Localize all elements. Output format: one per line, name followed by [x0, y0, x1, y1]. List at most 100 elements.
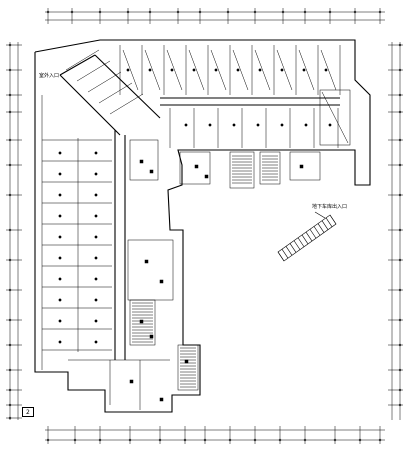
axis-node-right [398, 138, 402, 142]
light-fixture [94, 319, 98, 323]
garage-ramp [277, 211, 337, 262]
axis-node-left [8, 288, 12, 292]
axis-node-left [8, 416, 12, 420]
axis-node-right [398, 68, 402, 72]
light-fixture [94, 340, 98, 344]
door-swing-top [254, 49, 271, 91]
light-fixture [94, 256, 98, 260]
ramp-hatch [305, 231, 313, 242]
axis-node-bottom [183, 438, 187, 442]
light-fixture [328, 123, 332, 127]
core-room [289, 151, 321, 181]
axis-node-left [8, 163, 12, 167]
ramp-outline [277, 214, 337, 262]
ramp-hatch [289, 243, 297, 253]
light-fixture [94, 235, 98, 239]
panel-box [184, 359, 189, 364]
light-fixture [94, 298, 98, 302]
light-fixture [304, 123, 308, 127]
axis-node-left [8, 368, 12, 372]
door-swing-top [122, 49, 139, 91]
axis-node-top [353, 10, 357, 14]
ramp-hatch [293, 240, 301, 250]
core-room [179, 151, 211, 185]
stair-entry-label: 室外入口 [39, 73, 60, 79]
axis-node-left [8, 403, 12, 407]
stair-room-lower [129, 299, 156, 346]
door-swing-top [298, 49, 315, 91]
axis-node-left [8, 138, 12, 142]
light-fixture [58, 298, 62, 302]
door-swing-top [144, 49, 161, 91]
axis-node-left [8, 258, 12, 262]
axis-node-left [8, 388, 12, 392]
room-partition-diagonal [109, 93, 144, 115]
axis-node-left [8, 93, 12, 97]
light-fixture [126, 68, 130, 72]
axis-node-bottom [73, 438, 77, 442]
corner-room-diagonal [321, 91, 349, 144]
axis-node-bottom [228, 438, 232, 442]
axis-node-bottom [278, 438, 282, 442]
light-fixture [58, 277, 62, 281]
panel-box [194, 164, 199, 169]
axis-node-left [8, 110, 12, 114]
axis-node-top [303, 10, 307, 14]
light-fixture [94, 193, 98, 197]
ramp-hatch [321, 220, 329, 230]
panel-box [144, 259, 149, 264]
axis-node-top [253, 10, 257, 14]
axis-node-right [398, 403, 402, 407]
door-swing-top [320, 49, 337, 91]
sheet-mark-label: 2 [26, 409, 30, 416]
axis-node-top [148, 10, 152, 14]
light-fixture [58, 193, 62, 197]
axis-node-left [8, 43, 12, 47]
axis-node-right [398, 93, 402, 97]
door-swing-top [232, 49, 249, 91]
axis-node-bottom [98, 438, 102, 442]
ramp-hatch [313, 226, 321, 236]
building-walls [34, 39, 371, 413]
service-room [127, 239, 174, 301]
light-fixture [236, 68, 240, 72]
axis-node-right [398, 288, 402, 292]
light-fixture [58, 319, 62, 323]
panel-box [139, 159, 144, 164]
light-fixture [232, 123, 236, 127]
panel-box [149, 334, 154, 339]
axis-node-top [70, 10, 74, 14]
ramp-hatch [277, 251, 285, 262]
light-fixture [324, 68, 328, 72]
panel-box [139, 319, 144, 324]
axis-node-top [176, 10, 180, 14]
axis-node-top [328, 10, 332, 14]
exterior-wall [34, 39, 371, 413]
light-fixture [58, 235, 62, 239]
axis-node-top [198, 10, 202, 14]
light-fixture [280, 123, 284, 127]
axis-node-left [8, 318, 12, 322]
axis-node-bottom [253, 438, 257, 442]
diagonal-wall-outer [59, 74, 121, 136]
light-fixture [148, 68, 152, 72]
panel-box [204, 174, 209, 179]
panel-box [299, 164, 304, 169]
light-fixture [170, 68, 174, 72]
light-fixture [258, 68, 262, 72]
room-partition-diagonal [76, 60, 111, 82]
ramp-hatch [309, 229, 317, 239]
axis-node-bottom [128, 438, 132, 442]
axis-node-top [281, 10, 285, 14]
door-swing-top [210, 49, 227, 91]
light-fixture [302, 68, 306, 72]
light-fixture [58, 256, 62, 260]
diagonal-wall-inner [94, 54, 161, 119]
door-swing-top [188, 49, 205, 91]
axis-node-top [98, 10, 102, 14]
axis-node-right [398, 258, 402, 262]
panel-box [159, 397, 164, 402]
ramp-hatch [317, 223, 325, 233]
axis-node-right [398, 110, 402, 114]
